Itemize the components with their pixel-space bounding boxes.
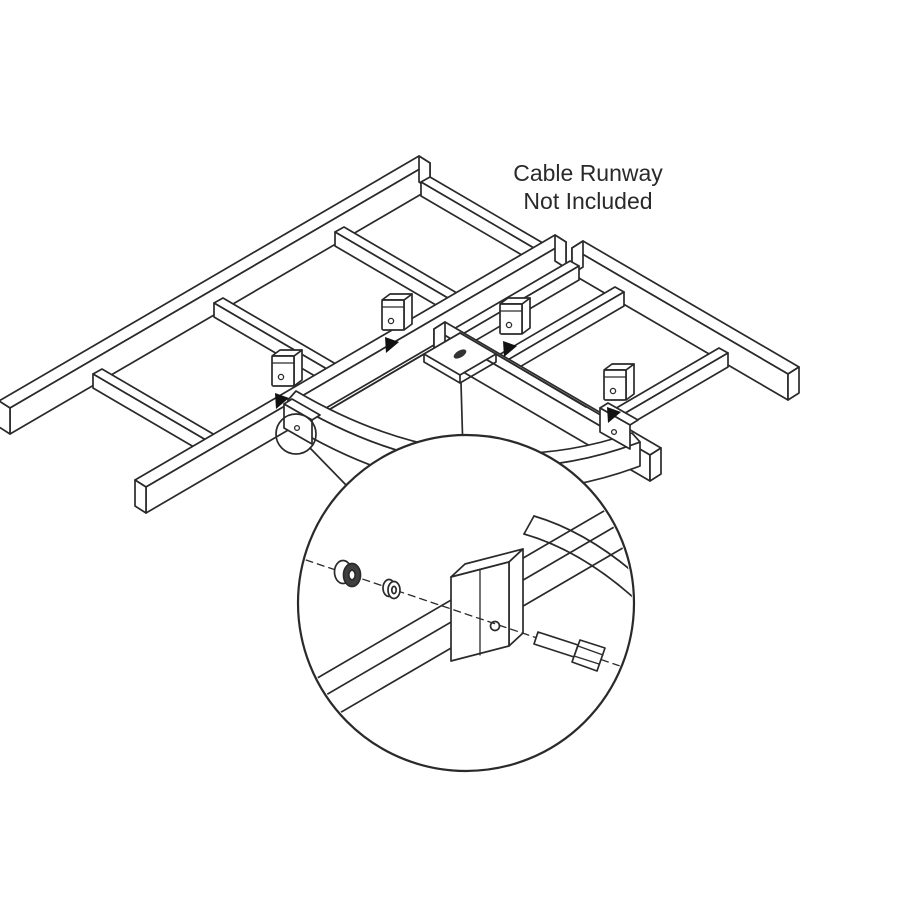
corner-plate-slot (453, 349, 467, 359)
placement-arrow-icon (607, 407, 621, 423)
hold-down-clip (603, 363, 635, 423)
rail-end-cap (649, 447, 662, 482)
clip-hole (277, 373, 285, 381)
rail-end-cap (787, 366, 800, 401)
hold-down-clip (271, 349, 303, 409)
corner-plate-edge (423, 353, 497, 384)
placement-arrow-icon (275, 393, 289, 409)
radius-bend-end-edge (523, 533, 632, 599)
mounting-clips (271, 293, 635, 423)
flat-washer (382, 578, 401, 600)
clip-hole (387, 317, 395, 325)
rail-end-cap (0, 400, 11, 435)
tab-hole (293, 424, 301, 432)
tab-hole (610, 428, 618, 436)
bolt-head-facet (573, 655, 600, 665)
clip-front-face (271, 355, 295, 387)
rail-end-cap (134, 479, 147, 514)
left-far-stringer (0, 155, 431, 435)
note-text-line2: Not Included (523, 188, 652, 214)
detail-callout (296, 433, 636, 773)
washer-hole (347, 569, 357, 581)
clip-front-face (381, 299, 405, 331)
hold-down-clip (499, 297, 531, 357)
leader-line (309, 447, 347, 486)
clip-hole (609, 387, 617, 395)
hold-down-clip (381, 293, 413, 353)
detail-marker (275, 413, 347, 486)
washer-hole (390, 585, 398, 595)
clip-front-face (499, 303, 523, 335)
clip-hole (505, 321, 513, 329)
rail-front-face (9, 162, 431, 435)
placement-arrow-icon (503, 341, 517, 357)
placement-arrow-icon (385, 337, 399, 353)
rail-end-cap (554, 234, 567, 269)
lock-washer (333, 559, 362, 588)
left-runway-section (0, 155, 567, 514)
tab-front-face (599, 407, 631, 450)
clip-front-face (603, 369, 627, 401)
clamp-bolt-hole (489, 620, 501, 632)
detail-reference-circle (275, 413, 317, 455)
callout-contents (300, 489, 632, 740)
bolt-head-facet (577, 645, 604, 656)
left-near-stringer (134, 234, 567, 514)
left-runway-rungs (92, 176, 561, 465)
radius-bend-end-edge (523, 515, 535, 535)
note-text-line1: Cable Runway (513, 160, 663, 186)
hex-bolt (533, 631, 606, 672)
